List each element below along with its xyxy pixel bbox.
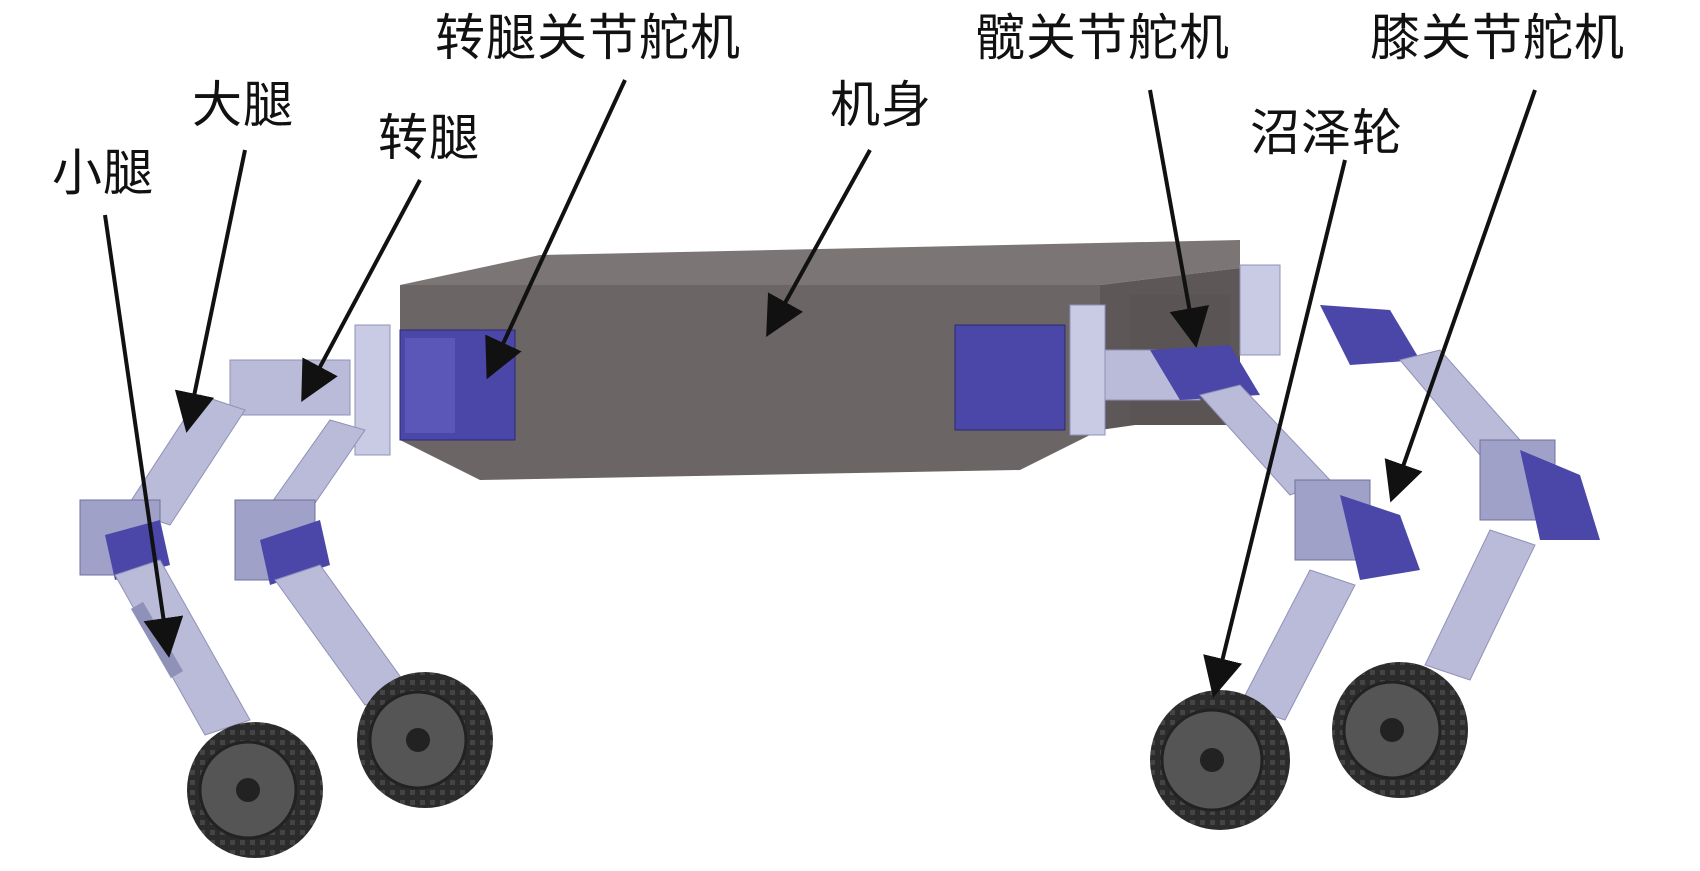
label-shank: 小腿 — [52, 144, 154, 202]
thigh-link — [124, 394, 246, 526]
arrow-body — [766, 149, 872, 337]
arrow-hip-joint-servo — [1148, 89, 1210, 348]
label-turn-leg: 转腿 — [378, 109, 480, 167]
rear-left-wheel-center — [406, 728, 430, 752]
label-knee-joint-servo: 膝关节舵机 — [1370, 9, 1625, 67]
knee-servo-4 — [1520, 450, 1600, 540]
arrow-turn-leg-joint-servo — [485, 79, 627, 380]
shank-link-4 — [1424, 529, 1536, 681]
servo-highlight — [405, 338, 455, 433]
arrow-knee-joint-servo — [1384, 89, 1537, 503]
hip-bracket-plate — [1069, 304, 1106, 436]
shank-link — [114, 559, 251, 736]
shank-link-3 — [1239, 569, 1356, 721]
front-right-wheel-center — [1200, 748, 1224, 772]
callout-arrows — [103, 79, 1537, 698]
turn-leg-bracket — [229, 359, 351, 416]
rear-hip-servo — [1320, 305, 1420, 365]
arrow-swamp-wheel — [1203, 159, 1347, 698]
label-swamp-wheel: 沼泽轮 — [1250, 104, 1403, 162]
knee-joint-servo — [1340, 495, 1420, 580]
front-left-wheel-center — [236, 778, 260, 802]
arrow-turn-leg — [301, 179, 422, 403]
rear-right-leg — [1239, 264, 1600, 798]
label-body: 机身 — [830, 76, 932, 134]
label-thigh: 大腿 — [192, 76, 294, 134]
rear-hip-bracket — [1239, 264, 1281, 356]
thigh-link-4 — [1399, 349, 1521, 456]
rear-left-leg — [234, 419, 493, 808]
front-left-leg — [79, 324, 516, 858]
body-front-face — [400, 285, 1100, 480]
hip-joint-servo-front — [954, 324, 1066, 431]
rear-right-wheel-center — [1380, 718, 1404, 742]
label-hip-joint-servo: 髋关节舵机 — [975, 9, 1230, 67]
arrow-shank — [103, 214, 184, 658]
body-top-face — [400, 240, 1240, 285]
label-turn-leg-joint-servo: 转腿关节舵机 — [435, 9, 741, 67]
hip-joint-servo — [1150, 345, 1260, 400]
arrow-thigh — [174, 149, 247, 433]
front-right-leg — [954, 304, 1420, 830]
